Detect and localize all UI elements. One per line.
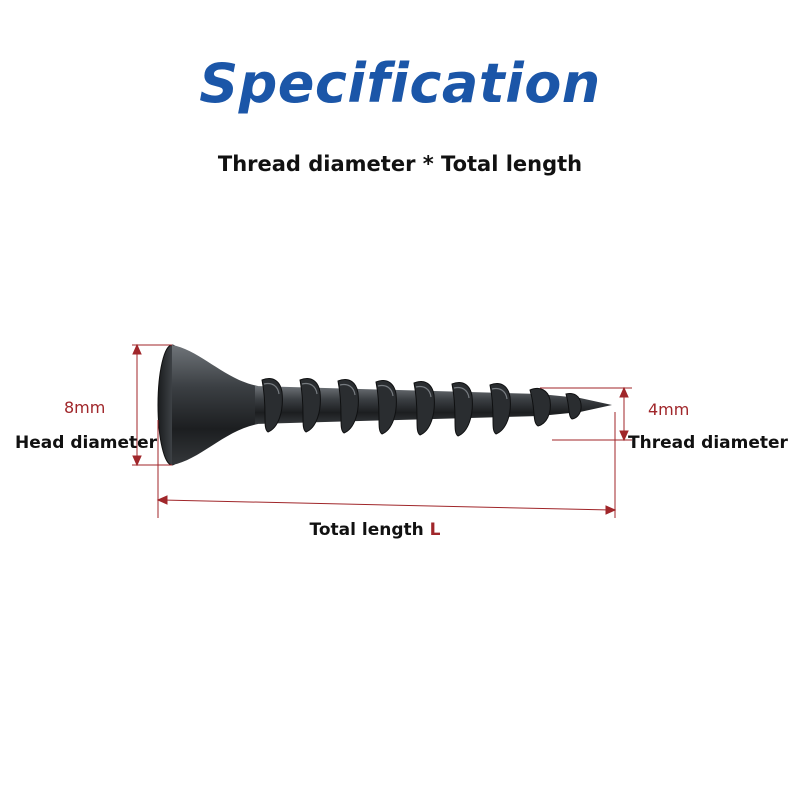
thread-arrow-bottom	[619, 430, 629, 442]
length-dim-line	[161, 499, 612, 511]
head-arrow-bottom	[132, 455, 142, 467]
dimension-lines	[132, 343, 632, 518]
total-length-label: Total length	[309, 520, 424, 540]
page-title: Specification	[199, 52, 601, 115]
thread-diameter-value: 4mm	[648, 400, 690, 419]
head-diameter-value: 8mm	[64, 398, 106, 417]
length-arrow-left	[156, 495, 168, 505]
length-symbol: L	[429, 520, 441, 540]
thread-diameter-label: Thread diameter	[628, 433, 788, 453]
length-arrow-right	[605, 505, 617, 515]
thread-arrow-top	[619, 386, 629, 398]
screw-image	[157, 344, 612, 466]
total-length-caption: Total length L	[0, 520, 750, 540]
head-diameter-label: Head diameter	[15, 433, 158, 453]
head-arrow-top	[132, 343, 142, 355]
page-subtitle: Thread diameter * Total length	[217, 152, 583, 176]
